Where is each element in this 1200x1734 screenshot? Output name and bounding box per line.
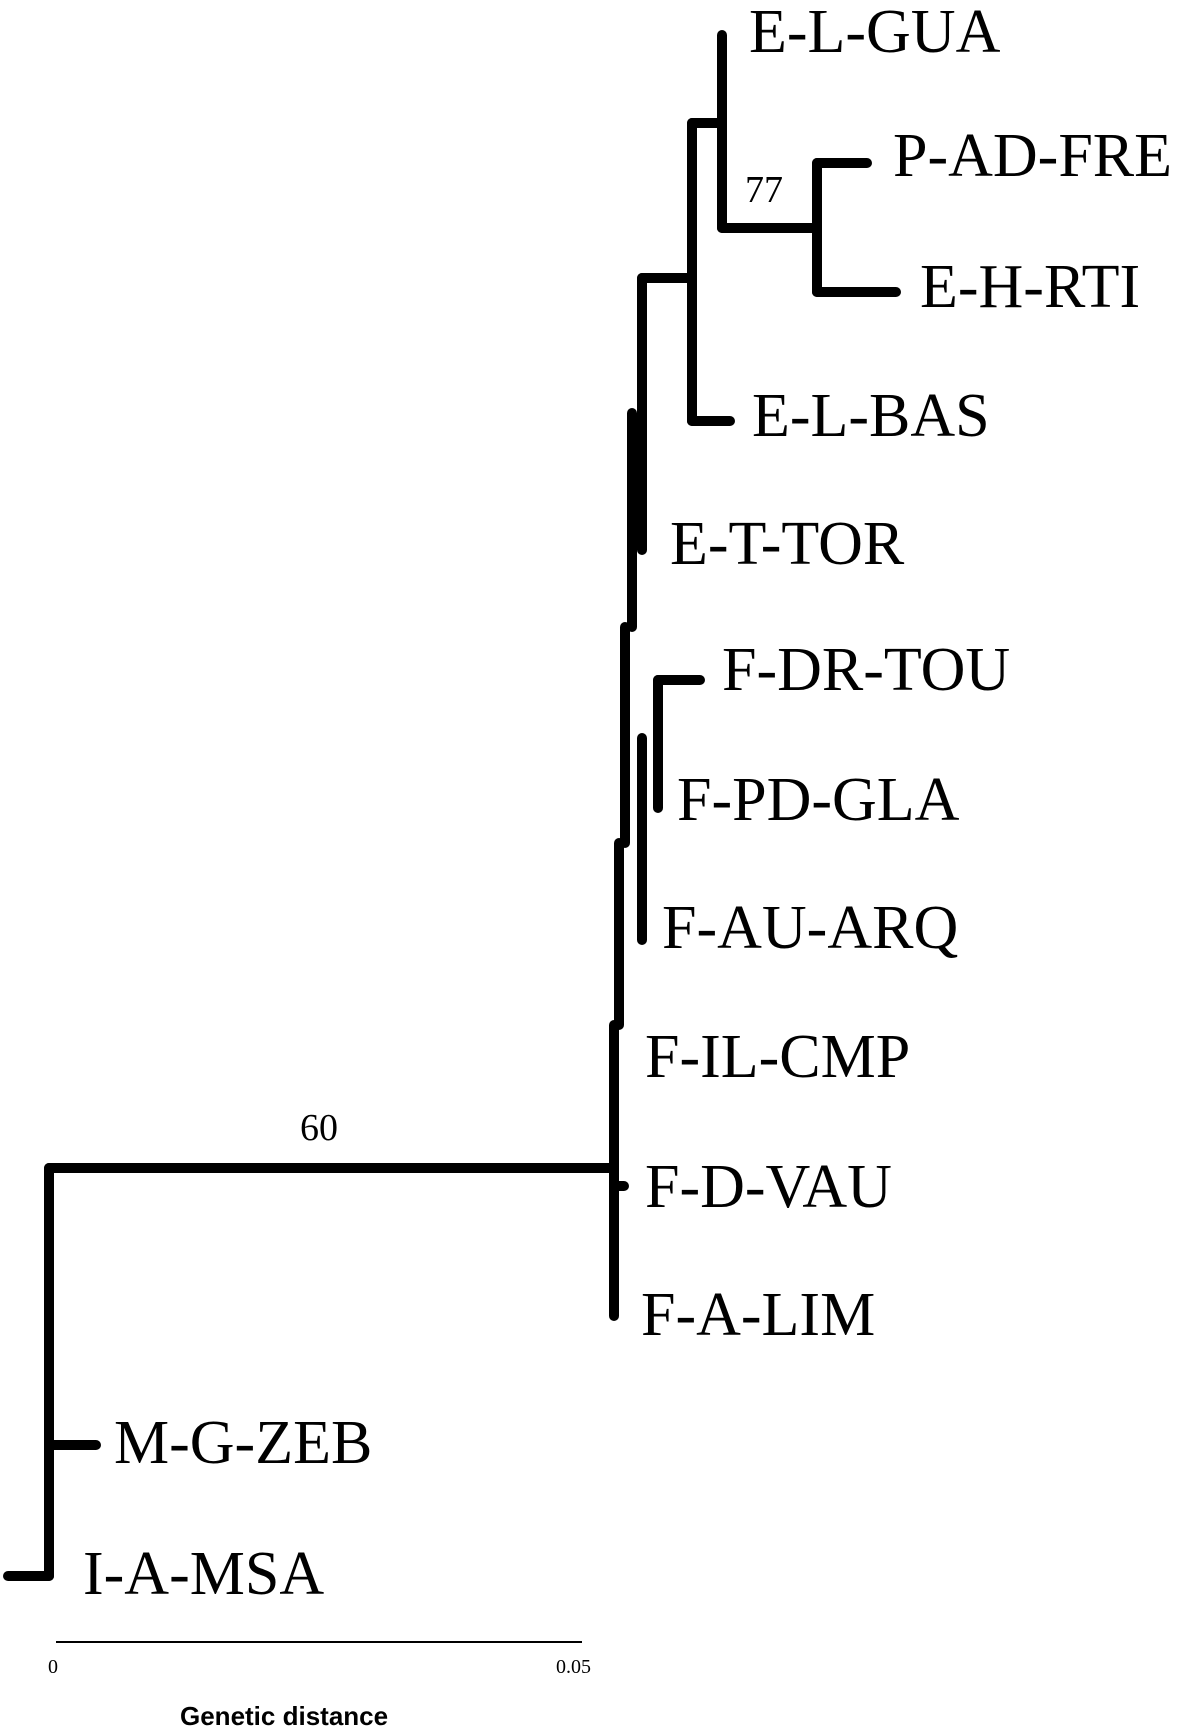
taxon-label: F-A-LIM xyxy=(641,1281,875,1349)
bootstrap-label: 60 xyxy=(300,1107,338,1149)
bootstrap-label: 77 xyxy=(745,169,783,211)
taxon-label: F-DR-TOU xyxy=(722,636,1010,704)
taxon-label: F-AU-ARQ xyxy=(662,894,958,962)
taxon-label: F-IL-CMP xyxy=(645,1023,910,1091)
tree-branches xyxy=(3,30,901,1581)
taxon-label: I-A-MSA xyxy=(83,1540,324,1608)
scale-bar-min-label: 0 xyxy=(48,1656,58,1678)
scale-bar-title: Genetic distance xyxy=(180,1701,388,1731)
taxon-label: P-AD-FRE xyxy=(893,122,1172,190)
taxon-label: F-PD-GLA xyxy=(677,766,960,834)
taxon-label: E-H-RTI xyxy=(920,253,1140,321)
taxon-label: E-L-GUA xyxy=(749,0,1001,66)
bootstrap-values: 77 60 xyxy=(300,169,783,1149)
scale-bar-max-label: 0.05 xyxy=(556,1656,591,1678)
taxon-labels: E-L-GUA P-AD-FRE E-H-RTI E-L-BAS E-T-TOR… xyxy=(83,0,1172,1608)
taxon-label: M-G-ZEB xyxy=(114,1409,372,1477)
scale-bar: 0 0.05 Genetic distance xyxy=(48,1641,591,1731)
taxon-label: E-T-TOR xyxy=(670,510,905,578)
taxon-label: F-D-VAU xyxy=(645,1153,892,1221)
taxon-label: E-L-BAS xyxy=(752,382,990,450)
